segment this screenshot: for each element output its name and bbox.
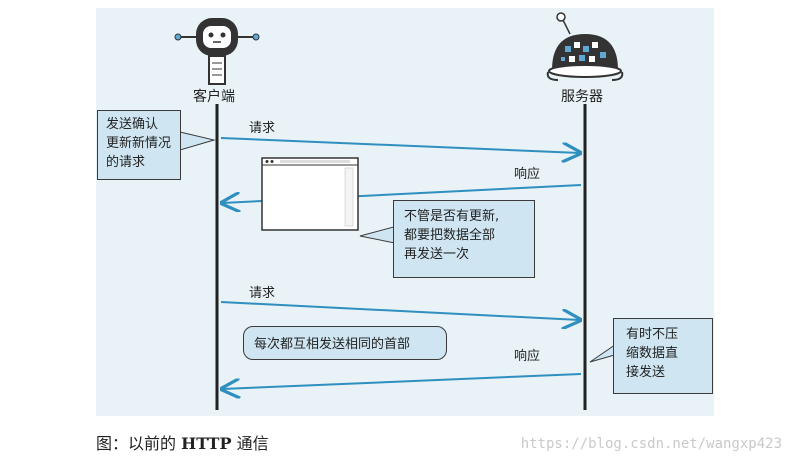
client-note: 发送确认 更新新情况 的请求 [97,110,181,180]
robot-client-icon [174,18,260,85]
server-note-2: 有时不压 缩数据直 接发送 [613,318,713,394]
server-note-1: 不管是否有更新, 都要把数据全部 再发送一次 [393,200,535,278]
request-label-1: 请求 [249,121,276,136]
server-note-line: 都要把数据全部 [404,228,496,243]
browser-window-icon [261,157,359,231]
client-note-line: 的请求 [106,155,146,170]
caption-prefix: 图：以前的 [96,434,182,453]
server-note-line: 有时不压 [626,327,679,342]
client-note-line: 更新新情况 [106,136,172,151]
request-arrow-2 [220,301,580,320]
caption-suffix: 通信 [231,434,269,453]
response-label-1: 响应 [514,167,541,182]
figure-caption: 图：以前的 HTTP 通信 [96,430,269,454]
robot-server-icon [546,12,624,81]
shared-header-note: 每次都互相发送相同的首部 [243,326,447,360]
client-note-pointer [179,131,216,151]
server-note-line: 不管是否有更新, [404,209,500,224]
caption-bold: HTTP [181,434,232,453]
request-arrow-1 [220,137,580,153]
request-label-2: 请求 [249,286,276,301]
watermark-url: https://blog.csdn.net/wangxp423 [520,436,782,452]
response-arrow-2 [222,373,582,389]
server-note-line: 再发送一次 [404,247,470,262]
server-note-line: 接发送 [626,365,666,380]
server-label: 服务器 [561,89,603,105]
client-label: 客户端 [193,89,235,105]
server-note-line: 缩数据直 [626,346,679,361]
response-label-2: 响应 [514,349,541,364]
client-note-line: 发送确认 [106,117,159,132]
